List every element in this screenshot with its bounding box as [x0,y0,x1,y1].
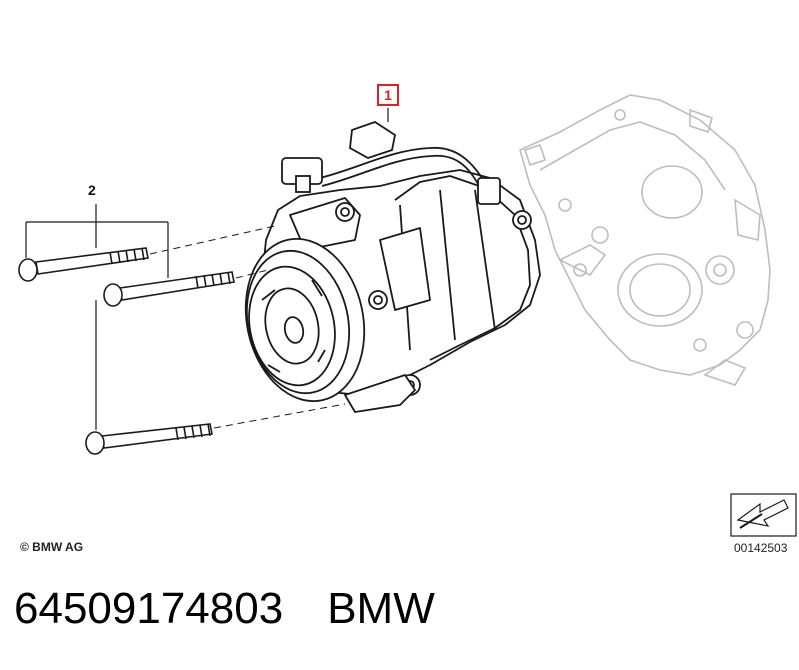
part-number: 64509174803 [14,584,284,633]
reference-number: 00142503 [734,541,788,555]
dashed-alignment-lines [149,225,346,429]
compressor-pulley [244,237,366,403]
bolt-middle [103,271,235,307]
copyright-label: © BMW AG [20,540,84,554]
callout-part-2[interactable]: 2 [88,182,96,198]
compressor-pipe [281,121,501,205]
footer-caption: 64509174803 BMW [14,584,435,634]
leader-lines [25,108,389,430]
bolt-top [18,247,149,282]
engine-cover-outline [519,94,771,386]
brand-name: BMW [327,584,435,633]
bolts [18,247,235,455]
callout-part-1[interactable]: 1 [377,84,399,106]
direction-arrow-icon [730,493,797,537]
bolt-bottom [85,423,213,455]
